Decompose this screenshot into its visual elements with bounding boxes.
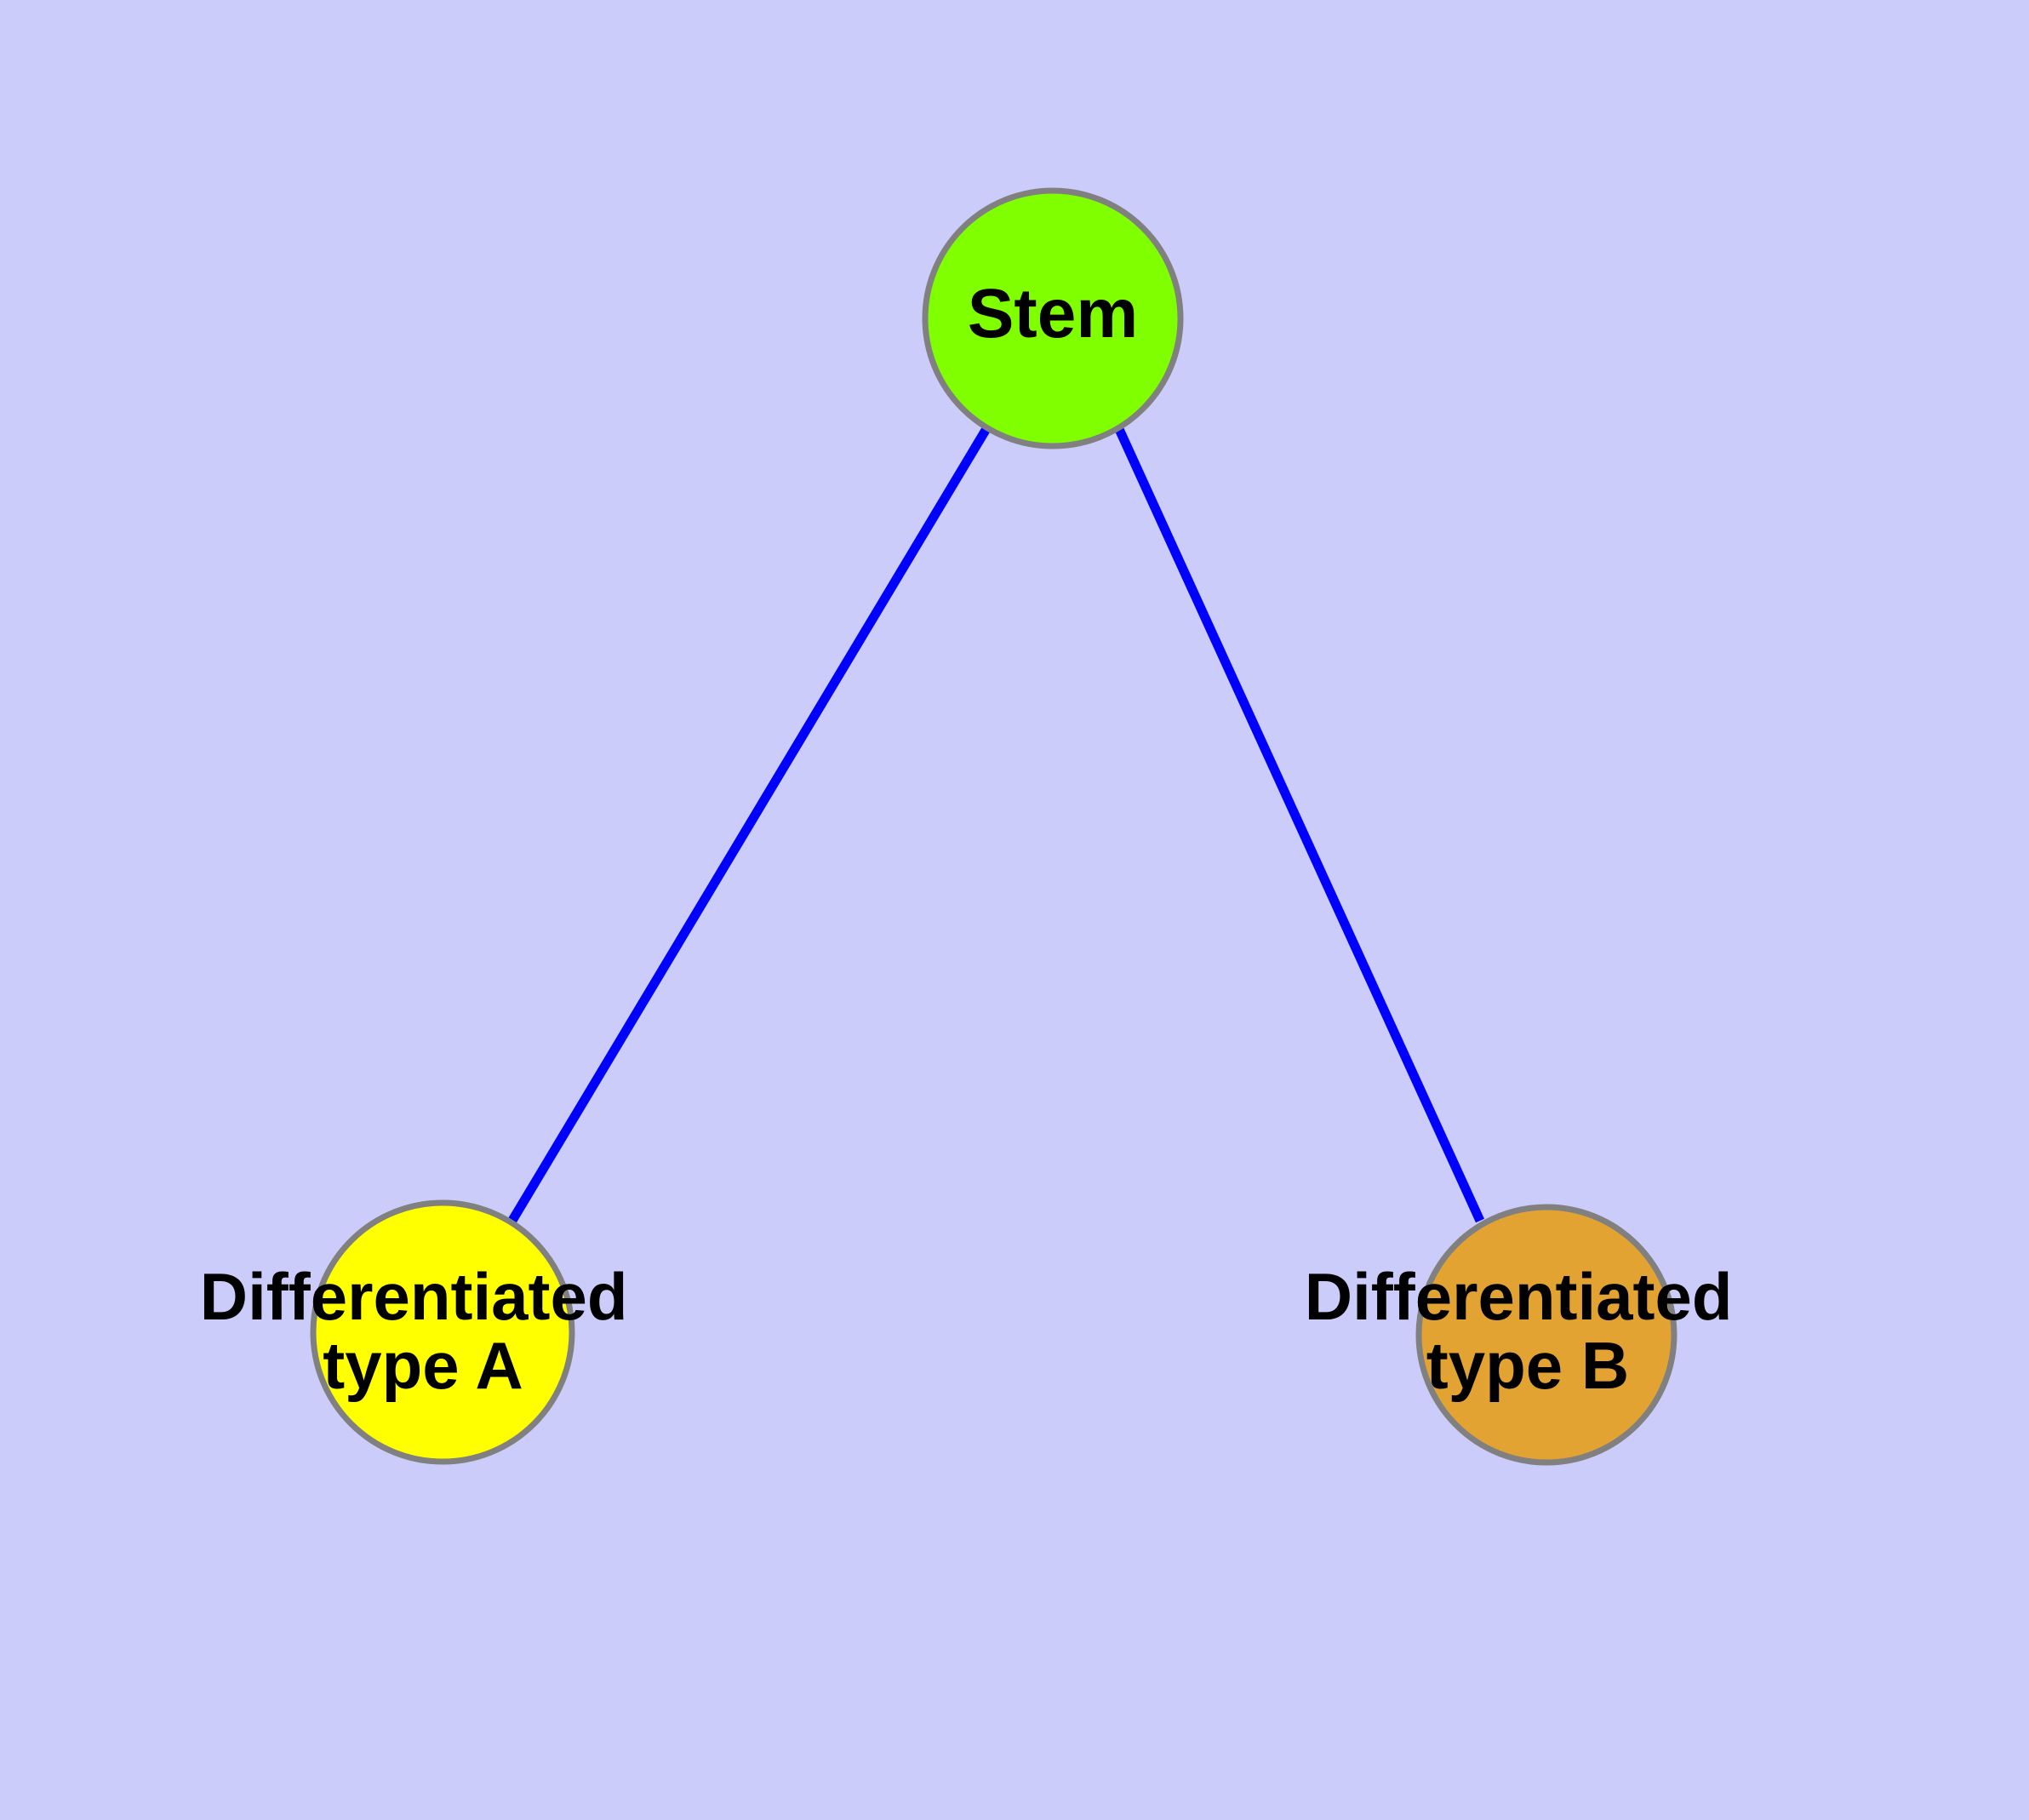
edge-stem-to-differentiated-type-a[interactable] [506, 425, 992, 1226]
node-stem-label: Stem [968, 275, 1139, 352]
node-differentiated-type-a-circle[interactable] [310, 1199, 575, 1465]
node-differentiated-type-b-label-line-1: Differentiated [1305, 1259, 1733, 1334]
node-differentiated-type-a[interactable] [310, 1199, 575, 1465]
edge-stem-to-differentiated-type-b[interactable] [1113, 425, 1485, 1223]
node-differentiated-type-a-label-line-1: Differentiated [200, 1259, 628, 1334]
edge-layer [506, 425, 1485, 1226]
node-stem-circle[interactable] [922, 187, 1184, 449]
node-differentiated-type-b-label: Differentiated type B [1305, 1259, 1751, 1403]
node-stem[interactable] [922, 187, 1184, 449]
node-stem-label-line-1: Stem [968, 275, 1139, 352]
node-differentiated-type-b-label-line-2: type B [1426, 1328, 1629, 1403]
label-layer: Stem Differentiated type A Differentiate… [200, 275, 1751, 1403]
node-differentiated-type-a-label: Differentiated type A [200, 1259, 646, 1403]
node-layer [310, 187, 1677, 1466]
node-differentiated-type-b[interactable] [1415, 1204, 1677, 1466]
node-differentiated-type-a-label-line-2: type A [323, 1328, 523, 1403]
node-differentiated-type-b-circle[interactable] [1415, 1204, 1677, 1466]
